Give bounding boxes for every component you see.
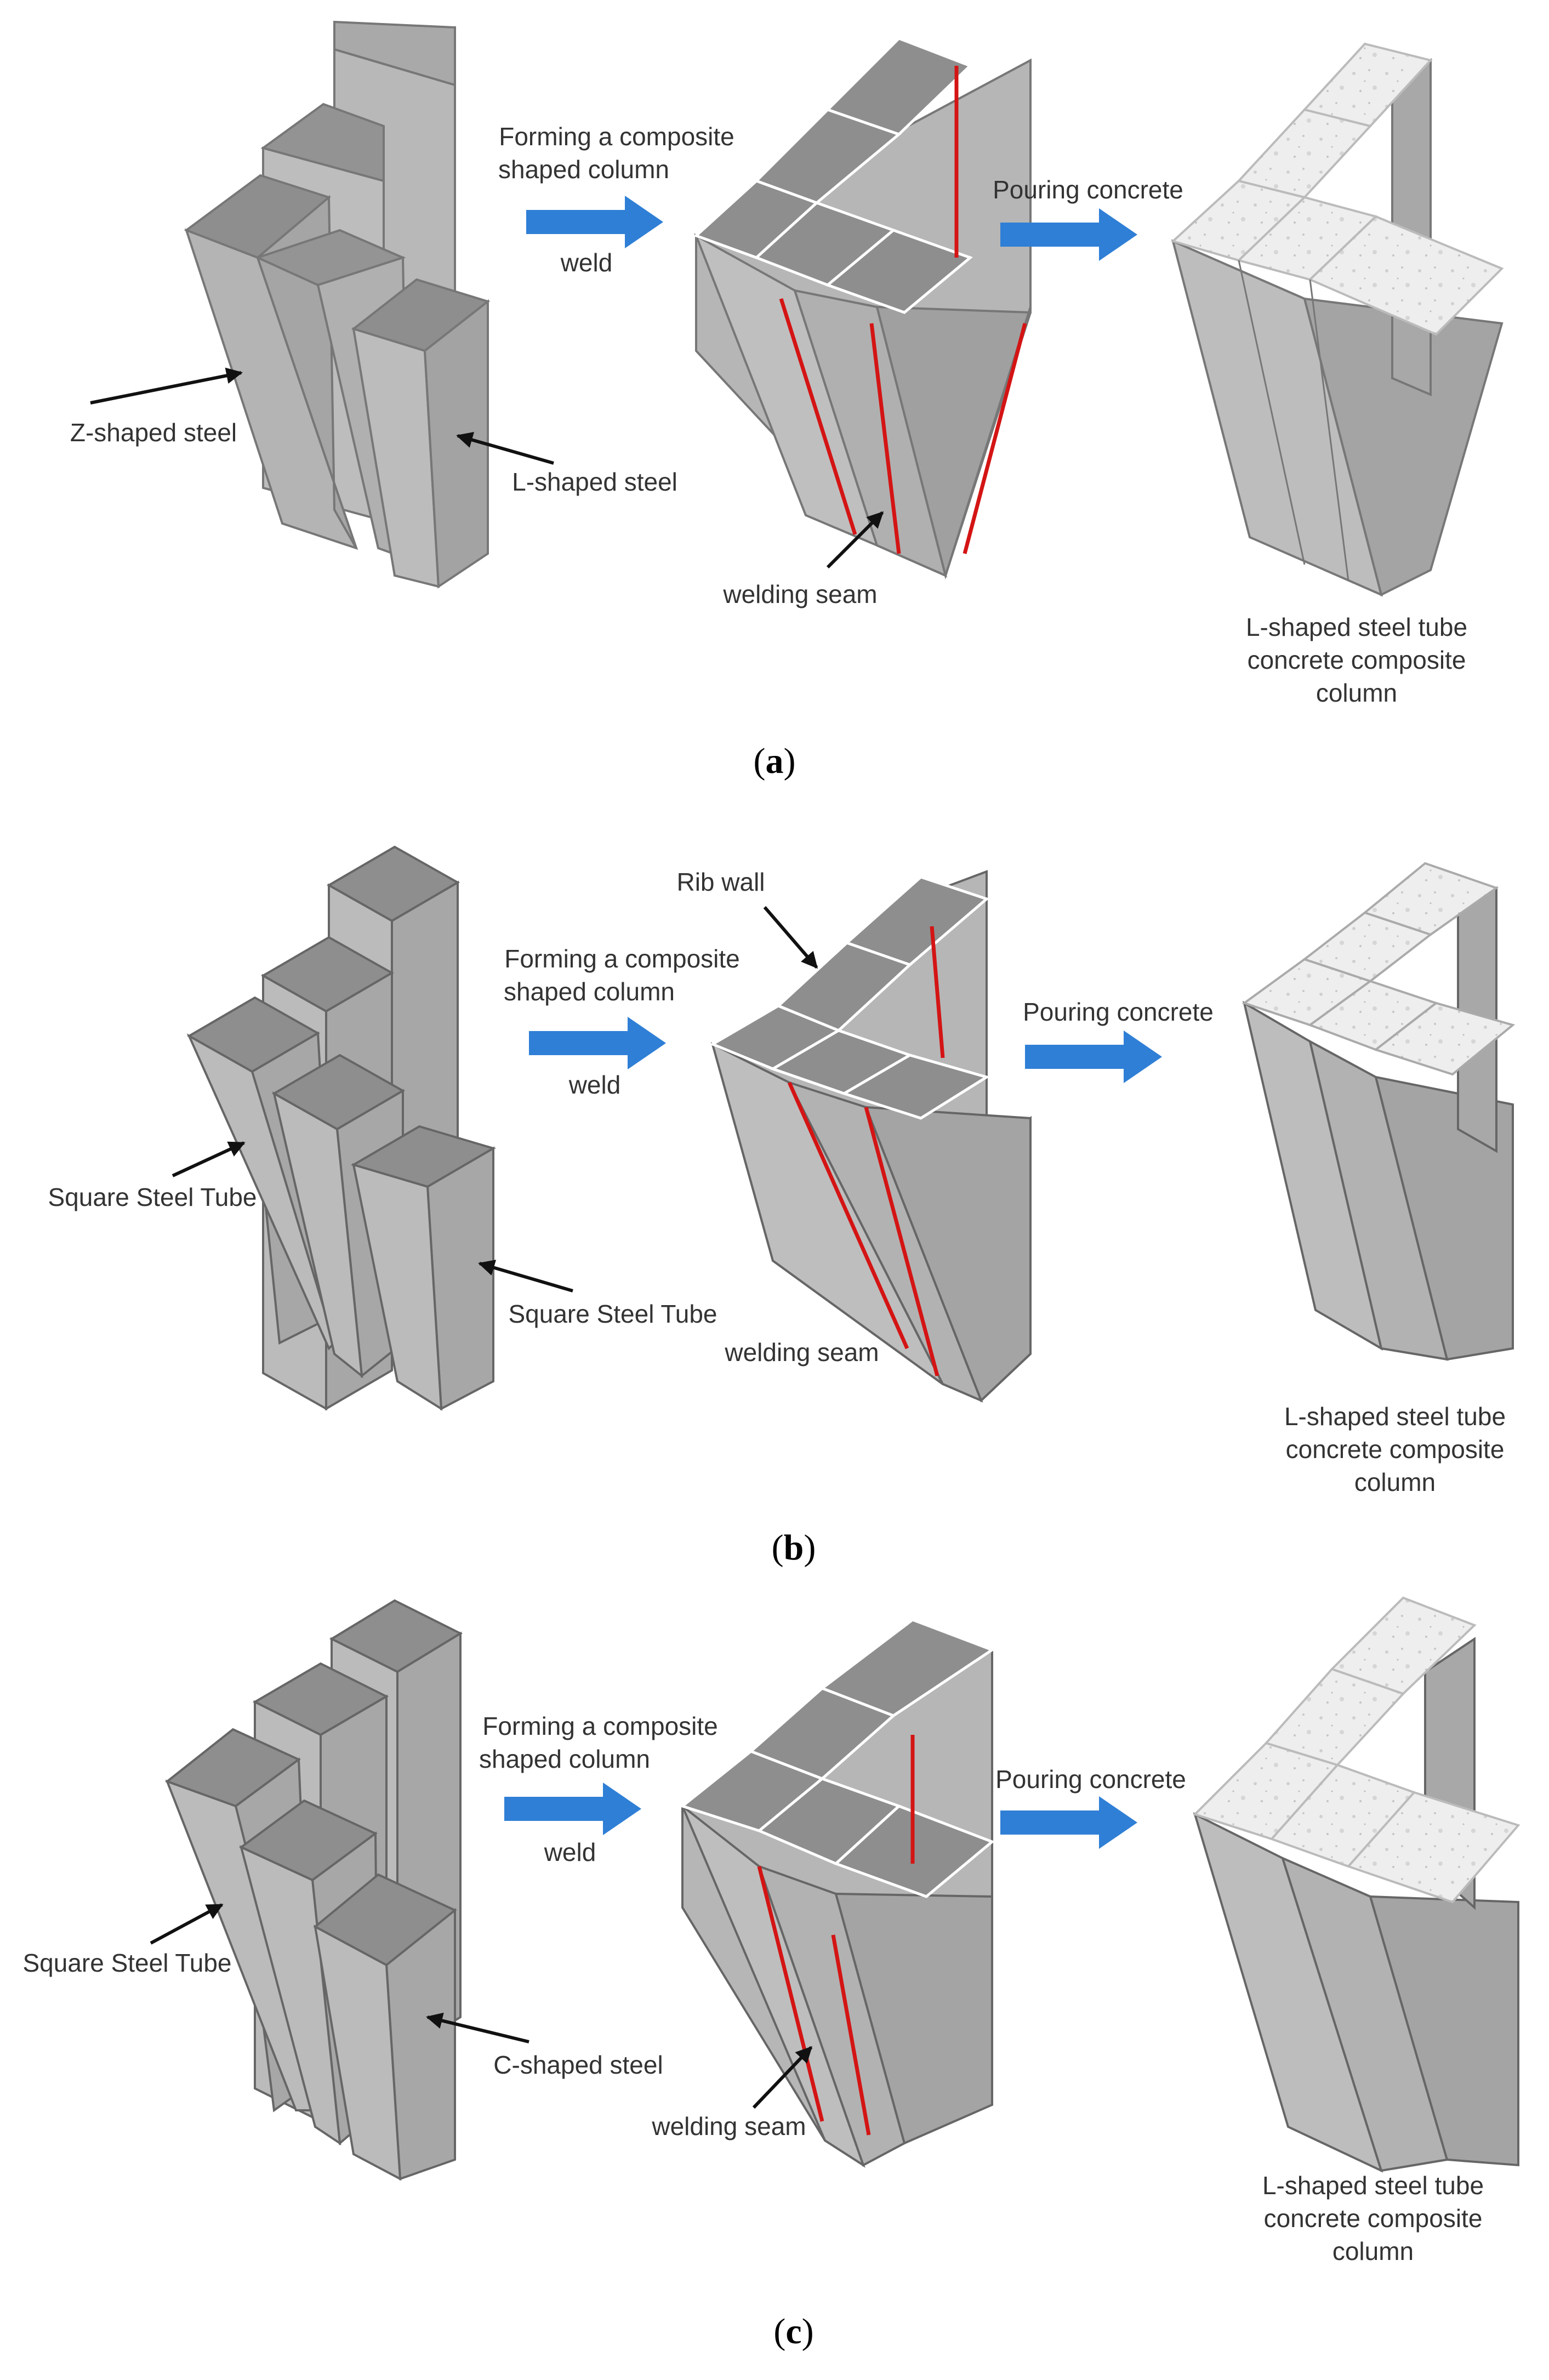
step1-line1: Forming a composite (482, 1712, 718, 1740)
step2: Pouring concrete (995, 1765, 1186, 1793)
label-rib: Rib wall (676, 868, 765, 896)
concrete-cell (1237, 108, 1373, 199)
panel-b: Forming a composite shaped column weld P… (48, 845, 1516, 1568)
result-line3: column (1332, 2237, 1414, 2265)
concrete-cell (1330, 1596, 1477, 1695)
pouring-arrow-c (1000, 1796, 1137, 1849)
label-seam: welding seam (651, 2112, 806, 2140)
caption-c: (c) (773, 2311, 813, 2351)
weld-seam-line (869, 323, 901, 554)
label-seam: welding seam (724, 1338, 879, 1366)
c-shaped-steel-c (313, 1873, 457, 2181)
weld-seam-line (963, 323, 1027, 554)
result-line3: column (1316, 679, 1397, 707)
label-part-left: Square Steel Tube (22, 1949, 231, 1977)
result-line1: L-shaped steel tube (1246, 613, 1467, 641)
welded-composite-b (709, 870, 1032, 1403)
separate-sections-b (186, 845, 497, 1411)
result-line2: concrete composite (1264, 2204, 1483, 2233)
caption-a: (a) (754, 741, 796, 781)
l-shaped-steel-a (351, 278, 491, 589)
step1-line1: Forming a composite (504, 944, 740, 973)
panel-a: Forming a composite shaped column weld P… (70, 20, 1504, 781)
concrete-column-b (1242, 862, 1516, 1361)
forming-arrow-b (529, 1017, 666, 1069)
step2: Pouring concrete (993, 175, 1183, 204)
label-part-right: L-shaped steel (512, 468, 677, 496)
step1-sub: weld (544, 1838, 596, 1866)
weld-seam-line (757, 1866, 824, 2122)
result-line1: L-shaped steel tube (1284, 1402, 1506, 1431)
step1-sub: weld (568, 1071, 621, 1099)
weld-seam-line (779, 298, 857, 536)
step1-line1: Forming a composite (499, 122, 734, 151)
label-part-left: Square Steel Tube (48, 1183, 257, 1211)
welded-composite-a (693, 37, 1032, 580)
label-part-right: C-shaped steel (493, 2051, 663, 2079)
step1-line2: shaped column (479, 1745, 650, 1773)
concrete-column-a (1171, 42, 1504, 597)
separate-sections-a (184, 20, 491, 589)
step2: Pouring concrete (1023, 998, 1214, 1026)
step1-line2: shaped column (498, 155, 669, 184)
panel-c: Forming a composite shaped column weld P… (22, 1596, 1520, 2351)
label-part-right: Square Steel Tube (508, 1300, 717, 1328)
concrete-cell (1346, 1791, 1520, 1904)
concrete-cell (1308, 215, 1504, 336)
label-part-left: Z-shaped steel (70, 418, 237, 447)
label-seam: welding seam (722, 580, 877, 608)
result-line1: L-shaped steel tube (1262, 2171, 1484, 2200)
separate-sections-c (164, 1599, 463, 2181)
forming-arrow-c (504, 1783, 641, 1835)
step1-sub: weld (560, 248, 613, 277)
concrete-column-c (1193, 1596, 1520, 2173)
result-line3: column (1354, 1468, 1436, 1496)
square-tube-right-b (350, 1125, 497, 1411)
weld-seam-line (831, 1934, 871, 2136)
weld-seam-line (864, 1107, 939, 1376)
weld-seam-line (930, 926, 945, 1058)
forming-arrow-a (526, 196, 663, 248)
result-line2: concrete composite (1286, 1435, 1505, 1464)
concrete-cell (1373, 1001, 1516, 1076)
weld-seam-line (787, 1081, 909, 1350)
concrete-cell (1362, 862, 1499, 936)
caption-b: (b) (772, 1528, 816, 1568)
concrete-cell (1302, 42, 1433, 128)
welded-composite-c (679, 1618, 995, 2168)
result-line2: concrete composite (1248, 646, 1466, 674)
step1-line2: shaped column (504, 977, 675, 1006)
pouring-arrow-b (1025, 1030, 1162, 1083)
